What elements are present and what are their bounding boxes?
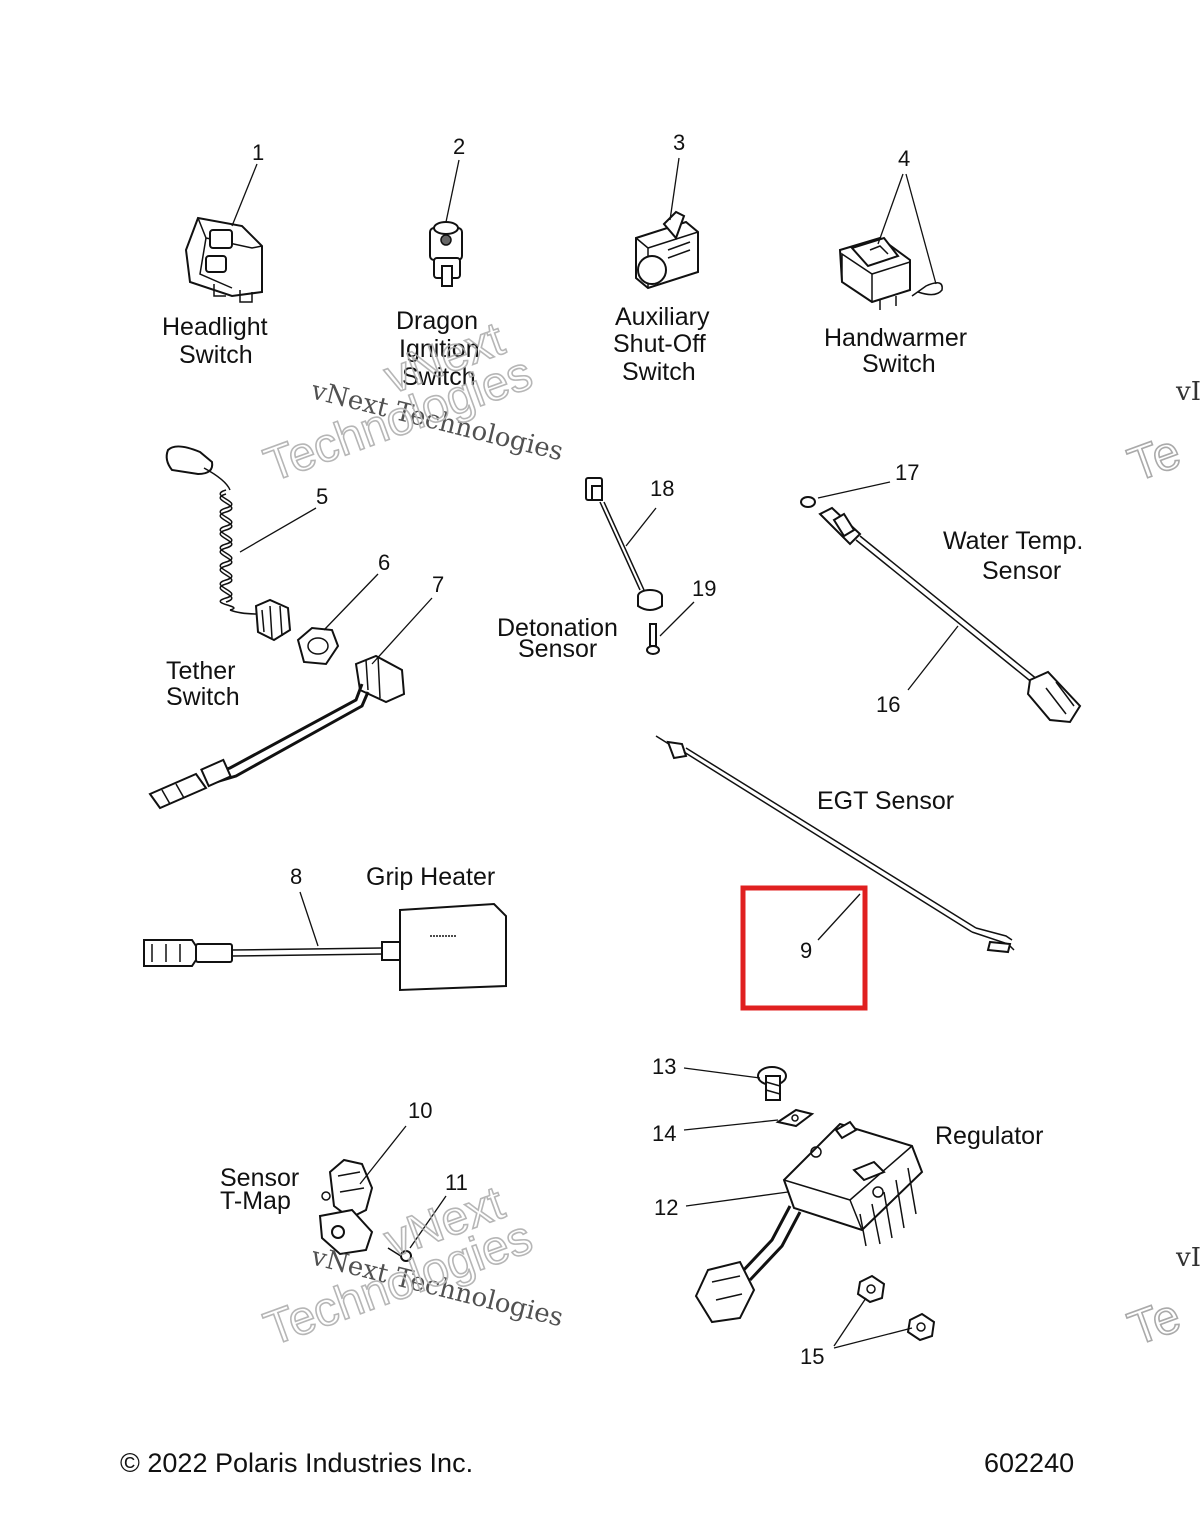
- callout-11: 11: [445, 1170, 468, 1195]
- callout-12: 12: [654, 1195, 678, 1220]
- detonation-bolt-part[interactable]: [646, 623, 660, 655]
- detonation-sensor-label-line1: Detonation: [497, 614, 618, 642]
- callout-2: 2: [453, 134, 465, 159]
- dragon-ignition-label-line3: Switch: [402, 363, 476, 391]
- tether-coil-cord-part[interactable]: [165, 445, 292, 642]
- headlight-switch-part[interactable]: [184, 216, 263, 303]
- callout-7: 7: [432, 572, 444, 597]
- detonation-sensor-label-line2: Sensor: [518, 635, 597, 663]
- callout-3: 3: [673, 130, 685, 155]
- headlight-switch-label-line2: Switch: [179, 341, 253, 369]
- dragon-ignition-label-line1: Dragon: [396, 307, 478, 335]
- regulator-nuts-part[interactable]: [856, 1274, 936, 1342]
- egt-sensor-part[interactable]: [655, 735, 1015, 954]
- auxiliary-label-line2: Shut-Off: [613, 330, 706, 358]
- regulator-washer-part[interactable]: [775, 1108, 815, 1128]
- regulator-label: Regulator: [935, 1122, 1043, 1150]
- callout-8: 8: [290, 864, 302, 889]
- highlight-box: [740, 885, 868, 1011]
- callout-5: 5: [316, 484, 328, 509]
- headlight-switch-label-line1: Headlight: [162, 313, 268, 341]
- egt-sensor-label: EGT Sensor: [817, 787, 954, 815]
- callout-16: 16: [876, 692, 900, 717]
- callout-1: 1: [252, 140, 264, 165]
- dragon-ignition-switch-part[interactable]: [429, 221, 463, 287]
- callout-18: 18: [650, 476, 674, 501]
- tether-switch-harness-part[interactable]: [148, 654, 406, 810]
- regulator-part[interactable]: [694, 1120, 924, 1324]
- tether-switch-label-line2: Switch: [166, 683, 240, 711]
- auxiliary-shutoff-switch-part[interactable]: [635, 210, 699, 290]
- tmap-screw-part[interactable]: [387, 1247, 412, 1262]
- copyright-text: © 2022 Polaris Industries Inc.: [120, 1448, 473, 1478]
- handwarmer-label-line2: Switch: [862, 350, 936, 378]
- callout-15: 15: [800, 1344, 824, 1369]
- callout-10: 10: [408, 1098, 432, 1123]
- callout-4: 4: [898, 146, 910, 171]
- callout-19: 19: [692, 576, 716, 601]
- dragon-ignition-label-line2: Ignition: [399, 335, 480, 363]
- auxiliary-label-line3: Switch: [622, 358, 696, 386]
- callout-9: 9: [800, 938, 812, 963]
- sensor-tmap-label-line2: T-Map: [220, 1187, 291, 1215]
- handwarmer-switch-part[interactable]: [838, 236, 943, 310]
- handwarmer-label-line1: Handwarmer: [824, 324, 967, 352]
- water-temp-label-line2: Sensor: [982, 557, 1061, 585]
- detonation-sensor-part[interactable]: [585, 477, 663, 611]
- sensor-tmap-label-line1: Sensor: [220, 1164, 299, 1192]
- watermark-edge-bottom-1: vI: [1175, 1243, 1200, 1273]
- watermark-edge-top-2: Te: [1122, 425, 1188, 492]
- grip-heater-label: Grip Heater: [366, 863, 495, 891]
- diagram-number: 602240: [984, 1448, 1074, 1478]
- callout-17: 17: [895, 460, 919, 485]
- watermark-edge-bottom-2: Te: [1122, 1289, 1188, 1356]
- water-temp-sensor-part[interactable]: [800, 496, 1082, 724]
- water-temp-label-line1: Water Temp.: [943, 527, 1083, 555]
- tether-switch-label-line1: Tether: [166, 657, 235, 685]
- callout-13: 13: [652, 1054, 676, 1079]
- grip-heater-part[interactable]: [143, 902, 507, 992]
- watermark-edge-top-1: vI: [1175, 377, 1200, 407]
- regulator-bolt-part[interactable]: [757, 1066, 787, 1101]
- auxiliary-label-line1: Auxiliary: [615, 303, 710, 331]
- callout-6: 6: [378, 550, 390, 575]
- callout-14: 14: [652, 1121, 676, 1146]
- sensor-tmap-part[interactable]: [318, 1158, 374, 1256]
- watermark-bottom: vNext vNext Technologies Technologies: [257, 1176, 566, 1357]
- tether-nut-part[interactable]: [296, 626, 340, 666]
